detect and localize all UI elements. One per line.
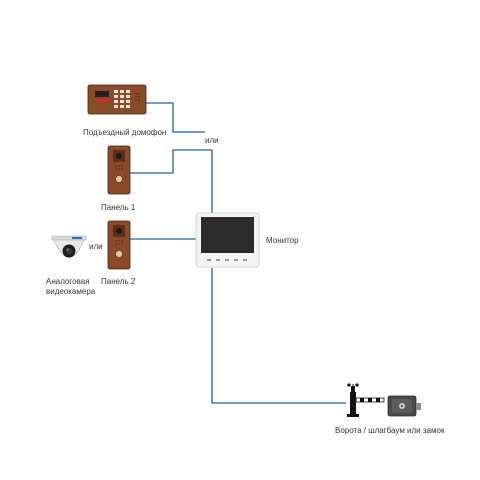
panel-1-label: Панель 1 [101, 203, 136, 212]
wires [130, 102, 346, 404]
wire-intercom [146, 102, 205, 133]
panel-2-label: Панель 2 [101, 277, 136, 286]
gate-label: Ворота / шлагбаум или замок [335, 426, 445, 435]
entrance-intercom-device [87, 84, 147, 115]
analog-camera-label-line1: Аналоговая [46, 277, 90, 286]
barrier-gate-device [347, 383, 385, 417]
lock-device [387, 395, 421, 417]
or-label-camera: или [89, 242, 103, 251]
monitor-label: Монитор [266, 236, 299, 245]
analog-camera-device [51, 235, 87, 258]
wire-panel-1 [130, 149, 212, 174]
monitor-device [195, 212, 260, 268]
or-label-top: или [205, 136, 219, 145]
analog-camera-label-line2: видеокамера [46, 287, 96, 296]
call-panel-2-device [107, 220, 131, 270]
call-panel-1-device [107, 145, 131, 195]
wire-monitor-gate [211, 268, 346, 404]
entrance-intercom-label: Подъездный домофон [83, 128, 167, 137]
